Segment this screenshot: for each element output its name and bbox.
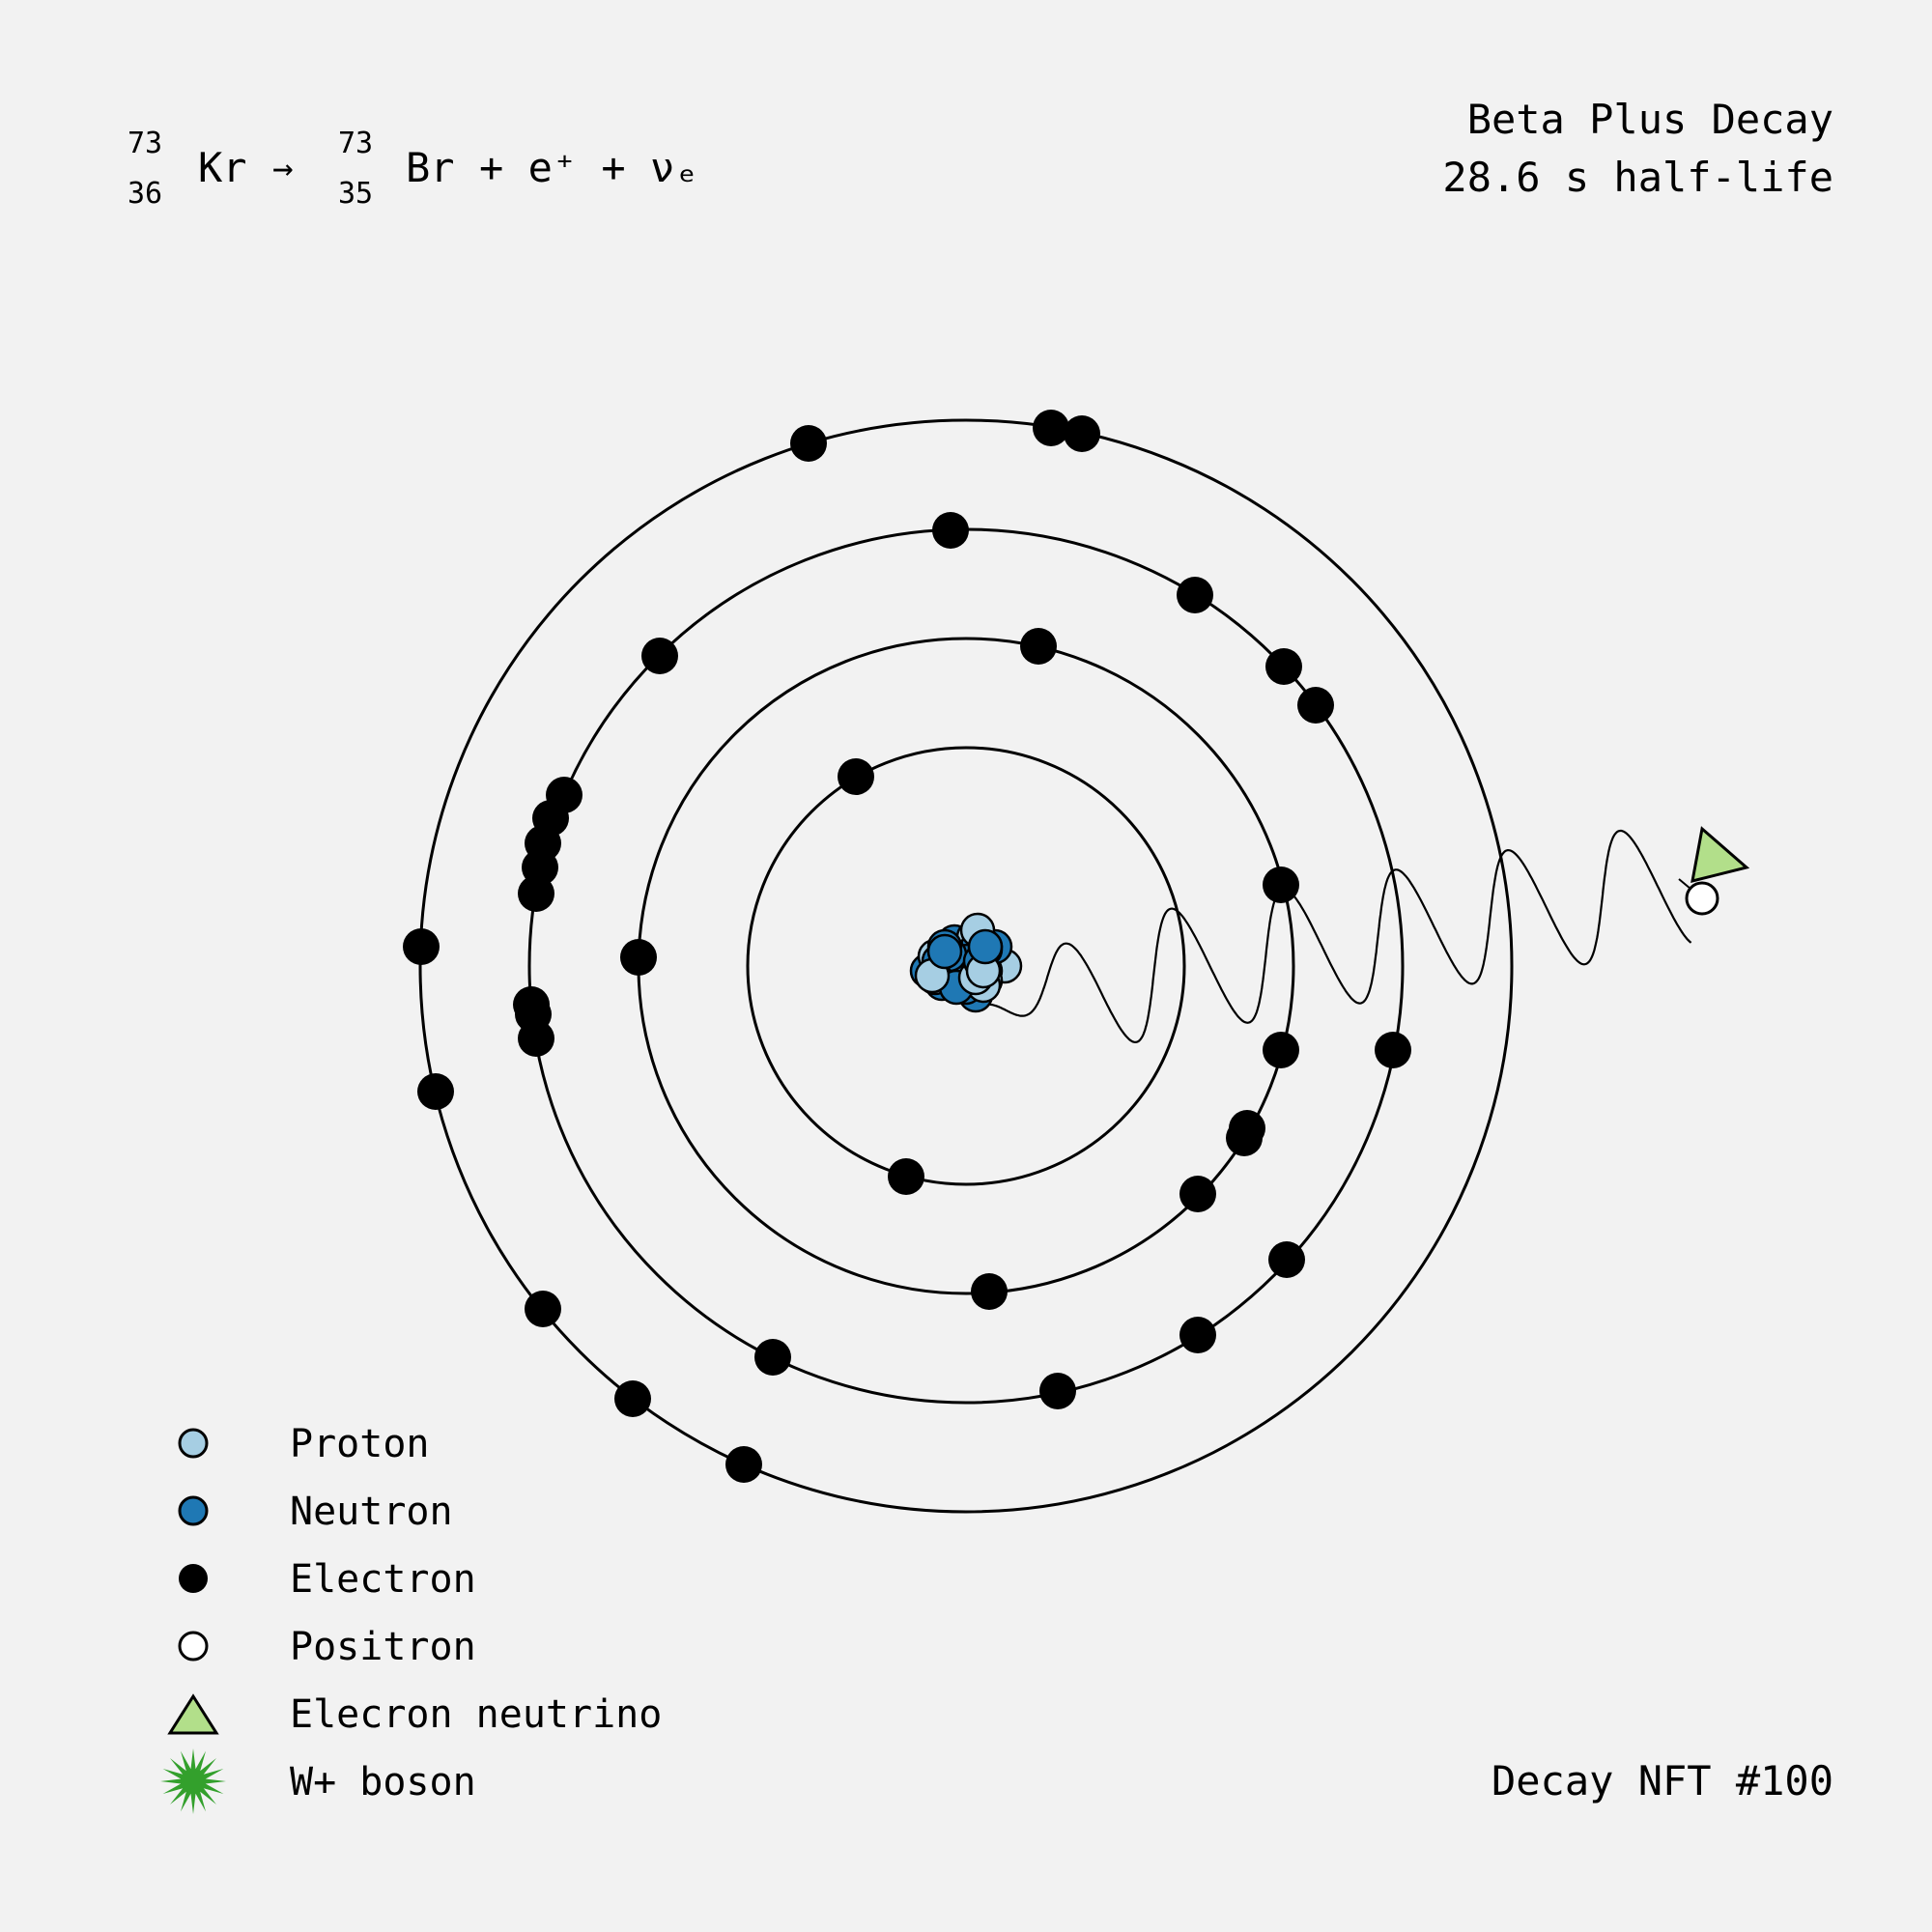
electron — [403, 928, 440, 965]
shell-4 — [418, 418, 1514, 1514]
electron — [620, 939, 657, 976]
electron — [838, 758, 874, 795]
proton-icon — [178, 1428, 209, 1459]
legend-label-proton: Proton — [290, 1422, 430, 1466]
electron — [1268, 1241, 1305, 1278]
electron — [1297, 687, 1334, 724]
legend-label-w-boson: W+ boson — [290, 1760, 476, 1804]
reaction-arrow: → — [272, 149, 294, 188]
electron — [641, 638, 678, 674]
electron — [1033, 410, 1069, 446]
electron — [754, 1339, 791, 1376]
electron — [522, 849, 558, 886]
parent-mass-number: 73 — [128, 127, 162, 160]
electron — [614, 1380, 651, 1417]
w-boson-path — [984, 829, 1692, 1044]
electron — [888, 1158, 924, 1195]
electron-neutrino — [1690, 826, 1750, 884]
electron — [1020, 628, 1057, 665]
legend-label-positron: Positron — [290, 1625, 476, 1669]
electron — [1263, 867, 1299, 903]
electron — [1179, 1317, 1216, 1353]
electron — [518, 1020, 554, 1057]
electron — [1226, 1120, 1263, 1156]
electron — [1064, 415, 1100, 452]
decay-products: + e⁺ + νₑ — [479, 144, 699, 191]
electron — [1375, 1032, 1411, 1068]
parent-symbol: Kr — [198, 144, 247, 191]
positron-icon — [178, 1631, 209, 1662]
nucleus — [909, 912, 1023, 1013]
positron — [1685, 881, 1719, 916]
electrons — [403, 410, 1411, 1483]
electron-icon — [179, 1564, 208, 1593]
legend-label-electron: Electron — [290, 1557, 476, 1602]
half-life-label: 28.6 s half-life — [1442, 154, 1833, 201]
legend-label-neutrino: Elecron neutrino — [290, 1692, 662, 1737]
electron — [1177, 577, 1213, 613]
decay-equation: 73 36 Kr → 73 35 Br + e⁺ + νₑ — [128, 127, 699, 211]
electron — [525, 1291, 561, 1327]
neutrino-icon — [167, 1693, 219, 1735]
daughter-symbol: Br — [406, 144, 455, 191]
electron — [1039, 1373, 1076, 1409]
electron — [932, 512, 969, 549]
neutron — [926, 933, 963, 970]
daughter-mass-number: 73 — [338, 127, 373, 160]
neutron-icon — [178, 1495, 209, 1526]
legend-label-neutron: Neutron — [290, 1490, 453, 1534]
electron — [725, 1446, 762, 1483]
electron — [1265, 648, 1302, 685]
daughter-atomic-number: 35 — [338, 177, 373, 211]
shell-1 — [746, 746, 1186, 1186]
electron — [971, 1273, 1008, 1310]
legend: Proton Neutron Electron Positron Elecron… — [160, 1422, 662, 1814]
decay-type-title: Beta Plus Decay — [1467, 96, 1833, 143]
electron — [1179, 1176, 1216, 1212]
electron — [417, 1073, 454, 1110]
w-boson-icon — [160, 1748, 226, 1814]
electron — [1263, 1032, 1299, 1068]
electron — [790, 425, 827, 462]
electron-shells — [418, 418, 1514, 1514]
nft-label: Decay NFT #100 — [1492, 1757, 1833, 1804]
neutron — [967, 928, 1004, 965]
parent-atomic-number: 36 — [128, 177, 162, 211]
